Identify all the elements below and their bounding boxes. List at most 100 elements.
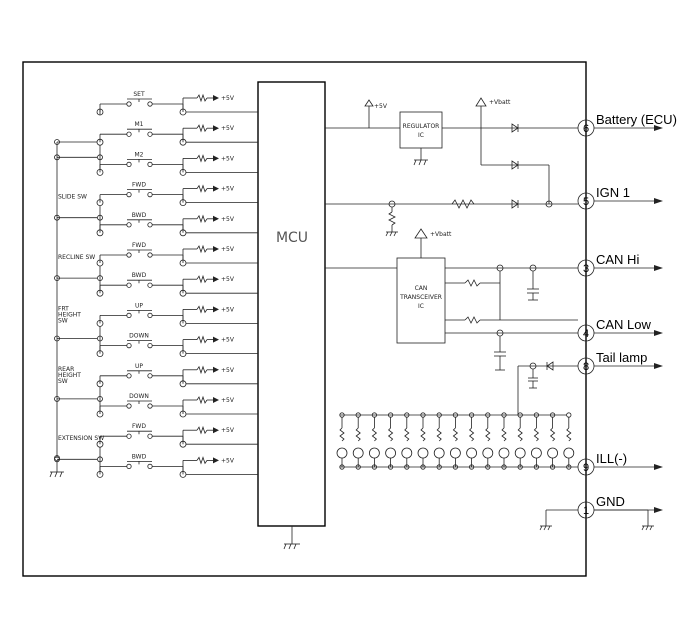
illumination-led-array [336, 412, 575, 470]
switch-label: M2 [135, 151, 144, 158]
pin-name: GND [596, 494, 625, 509]
switch-label: DOWN [129, 333, 149, 340]
supply-arrow-icon [213, 276, 219, 283]
vbatt-arrow-icon [414, 228, 428, 239]
illumination-led [417, 412, 429, 470]
illumination-led [449, 412, 461, 470]
pin-4: 4 CAN Low [577, 317, 663, 342]
illumination-led [531, 412, 542, 470]
arrow-right-icon [654, 363, 663, 369]
supply-arrow-icon [213, 397, 219, 403]
pin-number: 5 [583, 196, 589, 208]
supply-label: +5V [221, 397, 235, 404]
supply-arrow-icon [213, 306, 219, 313]
switch-group-label: EXTENSION SW [58, 435, 104, 442]
pin-name: ILL(-) [596, 451, 627, 466]
pin-name: CAN Hi [596, 252, 639, 267]
diode-icon [511, 199, 519, 209]
supply-label: +5V [221, 276, 235, 283]
supply-label: +5V [221, 457, 235, 464]
regulator-ground-symbol [413, 148, 428, 166]
regulator-ic [399, 111, 443, 149]
supply-label: +5V [221, 246, 235, 253]
pin-6: 6 Battery (ECU) [577, 112, 677, 137]
mcu-block [257, 81, 326, 527]
illumination-led [352, 412, 364, 470]
switch-label: DOWN [129, 393, 149, 400]
supply-label: +5V [221, 186, 235, 193]
supply-arrow-icon [213, 155, 219, 162]
switch-label: FWD [132, 182, 146, 189]
arrow-right-icon [654, 125, 663, 131]
pin-3: 3 CAN Hi [577, 252, 663, 277]
supply-label: +5V [221, 306, 235, 313]
pin-number: 8 [583, 361, 589, 373]
switch-label: FWD [132, 423, 146, 430]
arrow-right-icon [654, 464, 663, 470]
pin-name: Battery (ECU) [596, 112, 677, 127]
illumination-led [563, 412, 575, 470]
pin-9: 9 ILL(-) [577, 451, 663, 476]
diode-icon [546, 361, 554, 371]
illumination-led [498, 412, 510, 470]
pin-number: 4 [583, 328, 589, 340]
switch-label: BWD [132, 453, 147, 460]
supply-arrow-icon [213, 185, 219, 192]
switch-group-label: RECLINE SW [58, 254, 95, 261]
switch-label: M1 [135, 121, 144, 128]
switch-group-label: SLIDE SW [58, 194, 87, 201]
supply-label: +5V [221, 367, 235, 374]
supply-arrow-icon [364, 99, 374, 107]
illumination-led [368, 412, 380, 470]
supply-label: +5V [221, 216, 235, 223]
diode-icon [511, 123, 519, 133]
switch-row: +5V FWD [96, 423, 258, 448]
arrow-right-icon [654, 265, 663, 271]
switch-label: UP [135, 302, 143, 309]
supply-label: +5V [221, 427, 235, 434]
supply-arrow-icon [213, 427, 219, 434]
switch-label: BWD [132, 272, 147, 279]
mcu-label: MCU [276, 230, 308, 246]
arrow-right-icon [654, 330, 663, 336]
vbatt-arrow-icon [475, 97, 487, 107]
switch-row: +5V BWD [96, 272, 258, 297]
supply-arrow-icon [213, 366, 219, 373]
illumination-led [401, 412, 413, 470]
illumination-led [482, 412, 494, 470]
switch-row: +5V DOWN [96, 393, 258, 418]
pin-name: IGN 1 [596, 185, 630, 200]
illumination-led [547, 412, 558, 470]
illumination-led [514, 412, 526, 470]
pin-5: 5 IGN 1 [577, 185, 663, 210]
pin-number: 6 [583, 123, 589, 135]
pin-number: 3 [583, 263, 589, 275]
diode-icon [511, 160, 519, 170]
switch-row: +5V M1 [96, 121, 258, 146]
supply-arrow-icon [213, 125, 219, 132]
supply-label: +5V [221, 125, 235, 132]
pin-name: CAN Low [596, 317, 652, 332]
vbatt-label-top: +Vbatt [489, 99, 511, 106]
switch-row: +5V FWD [96, 182, 258, 207]
switch-label: SET [133, 91, 145, 98]
pin-number: 9 [583, 462, 589, 474]
supply-label: +5V [221, 337, 235, 344]
switch-row: +5V DOWN [96, 333, 258, 358]
supply-arrow-icon [213, 457, 219, 464]
connector-pins: 6 Battery (ECU) 5 IGN 1 3 CAN Hi 4 CAN Low 8Tail… [577, 112, 677, 519]
supply-arrow-icon [213, 246, 219, 252]
switch-label: UP [135, 363, 143, 370]
switch-row: +5V UP [96, 363, 258, 388]
illumination-led [336, 412, 348, 470]
arrow-right-icon [654, 507, 663, 513]
module-border [22, 61, 587, 577]
